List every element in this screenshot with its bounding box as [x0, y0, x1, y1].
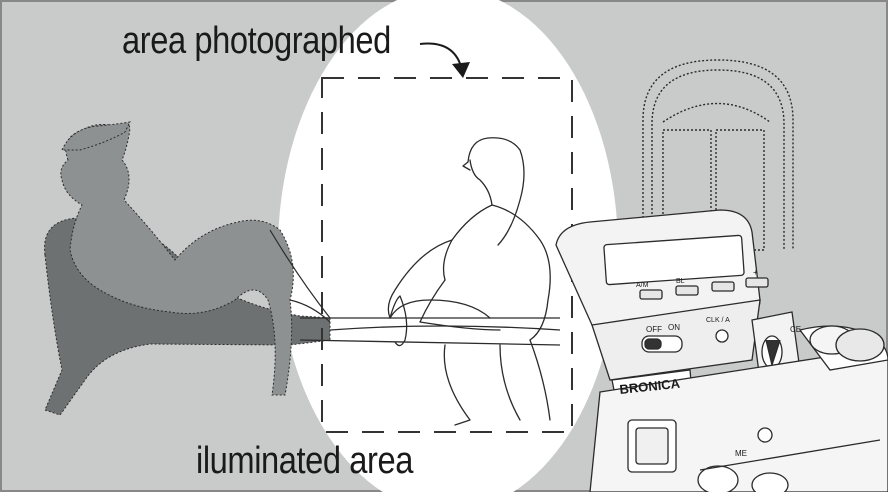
- camera-label-clk: CLK / A: [706, 317, 730, 324]
- camera-label-on: ON: [668, 323, 680, 332]
- illuminated-area-label: iluminated area: [196, 440, 413, 483]
- camera-label-off: OFF: [646, 325, 662, 334]
- camera-label-ce: CE: [790, 325, 801, 334]
- area-photographed-label: area photographed: [122, 20, 391, 63]
- camera-label-am: A/M: [636, 282, 649, 289]
- camera-label-bl: BL: [676, 278, 685, 285]
- camera-label-minus: -: [720, 272, 723, 281]
- camera-label-plus: +: [753, 268, 758, 277]
- camera-label-me: ME: [735, 449, 747, 458]
